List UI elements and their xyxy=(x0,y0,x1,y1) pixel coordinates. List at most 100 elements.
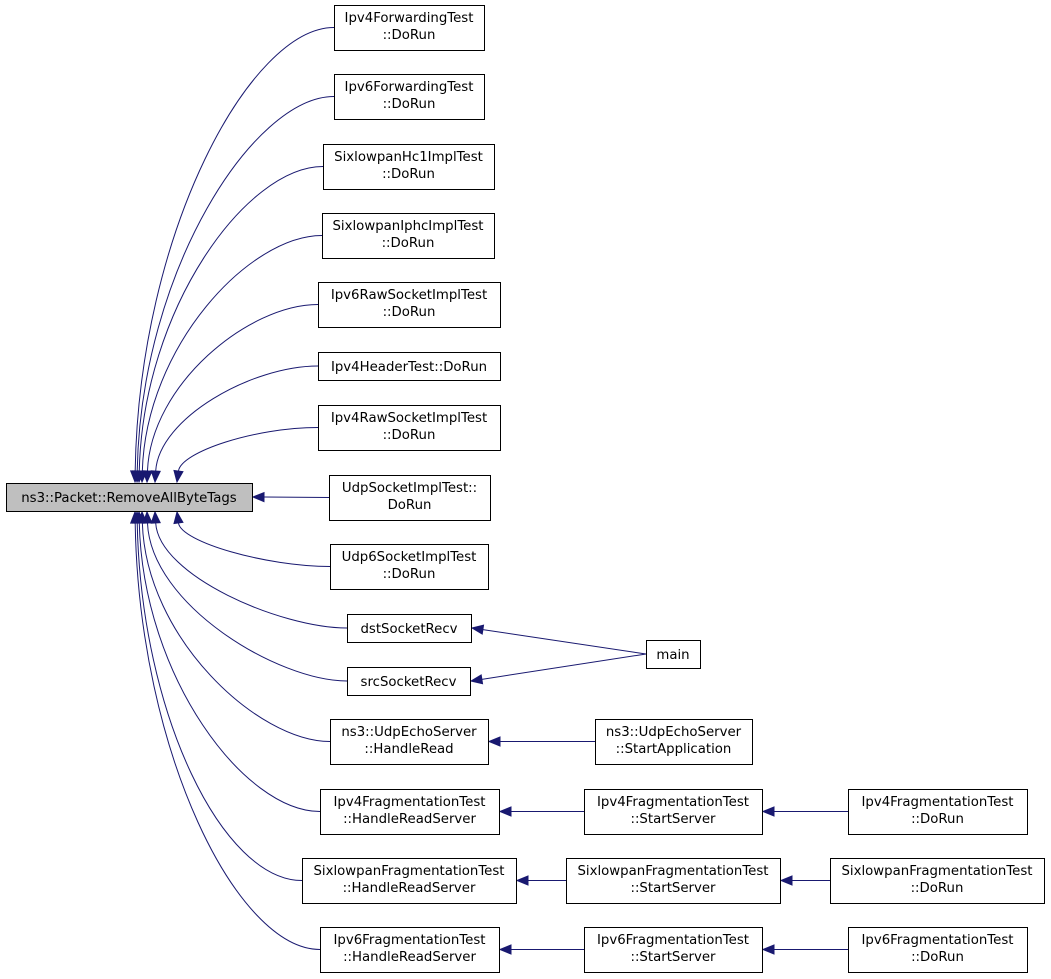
node-box xyxy=(323,144,495,190)
node-ipv6frag_s[interactable]: Ipv6FragmentationTest::StartServer xyxy=(584,927,763,973)
node-label-line: ::HandleReadServer xyxy=(343,881,476,896)
edge-ipv6raw-to-focus xyxy=(142,304,319,484)
edge-line xyxy=(482,629,647,655)
edge-arrowhead xyxy=(251,491,265,503)
node-label-line: Ipv4FragmentationTest xyxy=(597,795,749,810)
node-sixfrag_h[interactable]: SixlowpanFragmentationTest::HandleReadSe… xyxy=(302,858,517,904)
node-label-line: ::HandleReadServer xyxy=(343,812,476,827)
node-label-line: Ipv6ForwardingTest xyxy=(345,80,474,95)
edge-line xyxy=(177,522,331,567)
edge-sixfrag_h-to-focus xyxy=(131,510,303,881)
node-sixhc1[interactable]: SixlowpanHc1ImplTest::DoRun xyxy=(323,144,495,190)
node-box xyxy=(322,213,495,259)
node-srcrecv[interactable]: srcSocketRecv xyxy=(347,667,471,696)
node-udpsock[interactable]: UdpSocketImplTest::DoRun xyxy=(329,475,491,521)
node-label-line: SixlowpanFragmentationTest xyxy=(577,864,768,879)
node-label-line: ::StartServer xyxy=(630,812,716,827)
node-ipv4frag_r[interactable]: Ipv4FragmentationTest::DoRun xyxy=(848,789,1028,835)
node-box xyxy=(330,544,489,590)
node-label-line: Udp6SocketImplTest xyxy=(342,550,477,565)
node-label-line: Ipv6FragmentationTest xyxy=(861,933,1013,948)
node-box xyxy=(334,74,485,120)
node-box xyxy=(566,858,781,904)
node-ipv6frag_r[interactable]: Ipv6FragmentationTest::DoRun xyxy=(848,927,1028,973)
node-ipv4frag_s[interactable]: Ipv4FragmentationTest::StartServer xyxy=(584,789,763,835)
node-label-line: Ipv4RawSocketImplTest xyxy=(331,411,487,426)
edge-udp6sock-to-focus xyxy=(173,510,331,567)
edge-ipv4frag_h-to-focus xyxy=(134,510,321,812)
edge-arrowhead xyxy=(173,510,184,525)
edge-arrowhead xyxy=(498,944,512,955)
node-box xyxy=(646,640,701,669)
node-box xyxy=(347,614,472,643)
node-sixfrag_r[interactable]: SixlowpanFragmentationTest::DoRun xyxy=(830,858,1045,904)
node-label-line: ::StartServer xyxy=(630,950,716,965)
node-label-line: Ipv6RawSocketImplTest xyxy=(331,288,487,303)
edge-arrowhead xyxy=(470,624,485,635)
edge-arrowhead xyxy=(779,875,793,886)
node-ipv4fwd[interactable]: Ipv4ForwardingTest::DoRun xyxy=(334,5,485,51)
node-ipv4hdr[interactable]: Ipv4HeaderTest::DoRun xyxy=(318,352,501,381)
edge-ipv6frag_r-to-ipv6frag_s xyxy=(761,944,848,955)
node-label-line: ::DoRun xyxy=(382,236,435,251)
node-label-line: Ipv6FragmentationTest xyxy=(597,933,749,948)
node-label-line: dstSocketRecv xyxy=(360,622,457,637)
edge-line xyxy=(141,235,323,472)
edge-arrowhead xyxy=(150,470,161,484)
node-ipv6fwd[interactable]: Ipv6ForwardingTest::DoRun xyxy=(334,74,485,120)
edge-line xyxy=(136,522,303,881)
node-echoread[interactable]: ns3::UdpEchoServer::HandleRead xyxy=(330,719,489,765)
node-label-line: ::DoRun xyxy=(911,950,964,965)
node-label-line: Ipv4ForwardingTest xyxy=(345,11,474,26)
node-label-line: main xyxy=(656,648,689,663)
edge-udpsock-to-focus xyxy=(251,491,330,503)
edge-line xyxy=(155,365,319,472)
node-box xyxy=(595,719,753,765)
node-focus[interactable]: ns3::Packet::RemoveAllByteTags xyxy=(6,483,253,512)
edge-arrowhead xyxy=(173,469,184,484)
node-box xyxy=(6,483,253,512)
edge-main-to-srcrecv xyxy=(469,653,647,685)
node-label-line: UdpSocketImplTest:: xyxy=(342,481,477,496)
node-box xyxy=(848,927,1028,973)
node-box xyxy=(318,282,501,328)
edge-sixiphc-to-focus xyxy=(137,235,323,484)
node-label-line: ::StartServer xyxy=(630,881,716,896)
edge-ipv6frag_s-to-ipv6frag_h xyxy=(498,944,584,955)
node-echostart[interactable]: ns3::UdpEchoServer::StartApplication xyxy=(595,719,753,765)
node-label-line: ::DoRun xyxy=(383,97,436,112)
node-ipv4raw[interactable]: Ipv4RawSocketImplTest::DoRun xyxy=(318,405,501,451)
edge-arrowhead xyxy=(761,944,775,955)
node-label-line: Ipv6FragmentationTest xyxy=(333,933,485,948)
node-udp6sock[interactable]: Udp6SocketImplTest::DoRun xyxy=(330,544,489,590)
node-label-line: Ipv4FragmentationTest xyxy=(333,795,485,810)
node-box xyxy=(830,858,1045,904)
node-ipv6frag_h[interactable]: Ipv6FragmentationTest::HandleReadServer xyxy=(320,927,500,973)
edge-ipv4hdr-to-focus xyxy=(150,365,319,484)
node-label-line: ::DoRun xyxy=(911,812,964,827)
edge-line xyxy=(155,522,348,629)
node-ipv6raw[interactable]: Ipv6RawSocketImplTest::DoRun xyxy=(318,282,501,328)
node-ipv4frag_h[interactable]: Ipv4FragmentationTest::HandleReadServer xyxy=(320,789,500,835)
node-label-line: SixlowpanHc1ImplTest xyxy=(334,150,483,165)
node-main[interactable]: main xyxy=(646,640,701,669)
node-dstrecv[interactable]: dstSocketRecv xyxy=(347,614,472,643)
edge-ipv6frag_h-to-focus xyxy=(129,510,321,950)
node-label-line: DoRun xyxy=(388,498,432,513)
node-sixiphc[interactable]: SixlowpanIphcImplTest::DoRun xyxy=(322,213,495,259)
edge-ipv6fwd-to-focus xyxy=(131,96,335,484)
edge-ipv4frag_r-to-ipv4frag_s xyxy=(761,806,848,817)
edge-line xyxy=(138,166,324,472)
edge-sixhc1-to-focus xyxy=(134,166,324,484)
edge-srcrecv-to-focus xyxy=(142,510,348,682)
edge-arrowhead xyxy=(761,806,775,817)
edge-ipv4raw-to-focus xyxy=(173,427,319,484)
node-box xyxy=(347,667,471,696)
edge-line xyxy=(177,427,319,472)
edge-line xyxy=(146,304,319,472)
node-label-line: SixlowpanFragmentationTest xyxy=(841,864,1032,879)
edge-main-to-dstrecv xyxy=(470,624,647,655)
node-sixfrag_s[interactable]: SixlowpanFragmentationTest::StartServer xyxy=(566,858,781,904)
edge-ipv4frag_s-to-ipv4frag_h xyxy=(498,806,584,817)
